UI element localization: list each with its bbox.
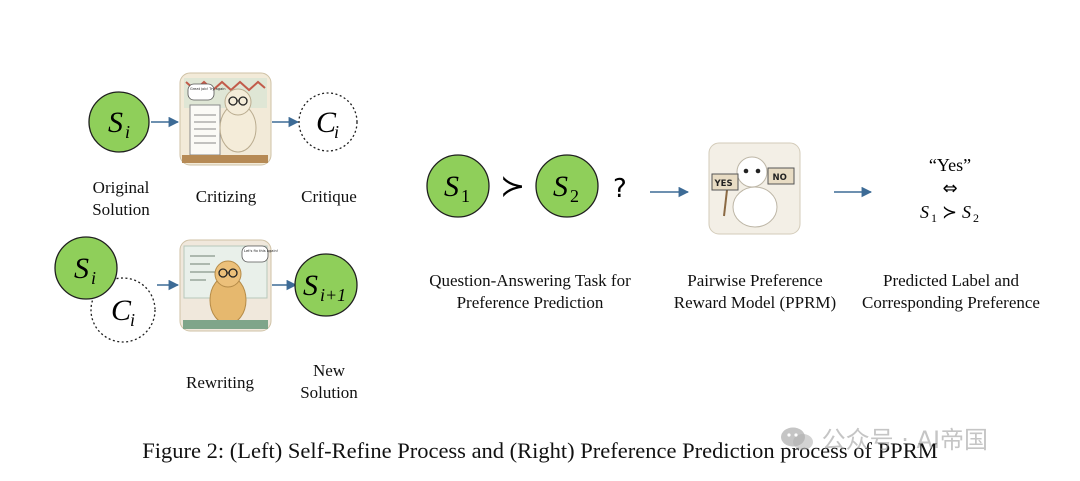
svg-text:2: 2 [973, 211, 979, 225]
svg-text:C: C [316, 106, 337, 139]
question-mark: ? [613, 174, 627, 204]
svg-text:i: i [334, 122, 339, 142]
node-solution-si-input: S i [54, 236, 118, 300]
speech-bubble-rewriting [241, 245, 269, 263]
wechat-icon [781, 427, 813, 450]
succeeds-symbol: ≻ [500, 169, 525, 204]
label-critique: Critique [301, 187, 357, 206]
svg-text:S: S [920, 202, 929, 222]
node-critique-ci-input: C i [90, 277, 156, 343]
answer-yes: “Yes” [929, 155, 971, 175]
label-predicted: Predicted Label and Corresponding Prefer… [862, 271, 1040, 312]
speech-bubble-critizing [187, 83, 215, 101]
rewriting-illustration [179, 239, 272, 332]
svg-text:1: 1 [461, 186, 470, 206]
svg-text:C: C [111, 294, 132, 327]
svg-text:≻: ≻ [942, 202, 957, 223]
label-pprm: Pairwise Preference Reward Model (PPRM) [673, 271, 837, 312]
watermark-text: 公众号 · AI帝国 [821, 426, 989, 454]
svg-text:i: i [130, 310, 135, 330]
label-critizing: Critizing [195, 187, 257, 206]
svg-text:S: S [74, 252, 89, 285]
svg-text:2: 2 [570, 186, 579, 206]
label-rewriting: Rewriting [186, 373, 254, 392]
yes-sign [711, 173, 739, 191]
node-s2: S 2 [535, 154, 599, 218]
svg-text:i+1: i+1 [320, 285, 346, 305]
svg-text:S: S [962, 202, 971, 222]
bubble-text-critizing: Great job! Try again [190, 87, 226, 91]
sign-yes-text: YES [714, 179, 733, 189]
svg-text:S: S [553, 170, 568, 203]
equivalence-symbol: ⇔ [942, 178, 957, 199]
result-s1-succeeds-s2: S 1 ≻ S 2 [920, 202, 979, 225]
node-s1: S 1 [426, 154, 490, 218]
svg-text:i: i [91, 268, 96, 288]
svg-text:S: S [108, 106, 123, 139]
sign-no-text: NO [773, 173, 787, 183]
node-critique-ci: C i [298, 92, 358, 152]
label-original-solution: Original Solution [92, 178, 150, 219]
svg-text:S: S [303, 269, 318, 302]
node-new-solution: S i+1 [294, 253, 358, 317]
bubble-text-rewriting: Let's fix this again! [244, 249, 278, 253]
critizing-illustration [179, 72, 272, 166]
label-new-solution: New Solution [300, 361, 358, 402]
watermark: 公众号 · AI帝国 [780, 420, 988, 455]
node-solution-si: S i [88, 91, 150, 153]
pprm-illustration [708, 142, 801, 235]
label-qa-task: Question-Answering Task for Preference P… [429, 271, 631, 312]
svg-text:S: S [444, 170, 459, 203]
svg-text:1: 1 [931, 211, 937, 225]
no-sign [767, 167, 795, 185]
svg-text:i: i [125, 122, 130, 142]
